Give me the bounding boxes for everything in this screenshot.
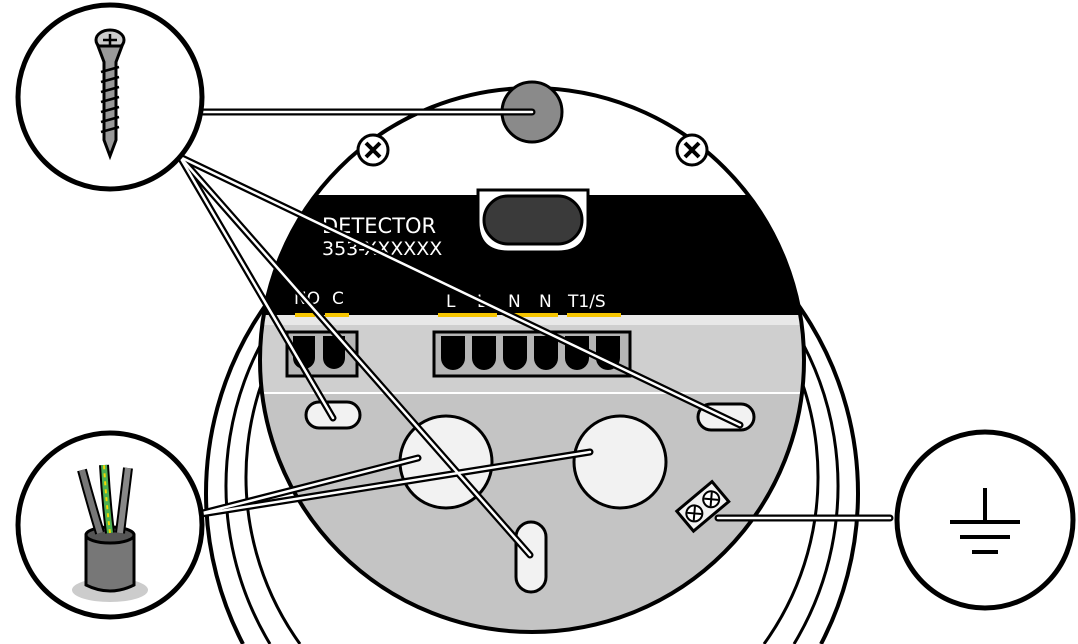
terminal-label-t1s: T1/S	[567, 292, 606, 312]
callout-cable	[15, 430, 205, 620]
detector-model: 353-XXXXXX	[322, 238, 442, 260]
terminal-label-n2: N	[539, 292, 552, 312]
terminal-label-l1: L	[446, 292, 456, 312]
earth-ground-icon	[950, 488, 1020, 554]
callout-screw	[15, 2, 205, 192]
screw-icon	[94, 28, 126, 161]
led-window	[482, 194, 584, 246]
cable-knockout-right	[572, 414, 668, 510]
diagram-frame: DETECTOR 353-XXXXXX NO C L L N N T1/S	[15, 2, 1076, 644]
cable-icon	[72, 464, 148, 602]
terminal-block-right	[432, 330, 632, 378]
screw-head-right	[675, 133, 709, 167]
screw-head-left	[356, 133, 390, 167]
callout-earth	[894, 429, 1076, 611]
terminal-label-n1: N	[508, 292, 521, 312]
terminal-label-c: C	[332, 289, 344, 309]
leader-lines	[176, 108, 894, 559]
terminal-block-left	[285, 330, 359, 378]
earth-terminal	[674, 479, 731, 534]
